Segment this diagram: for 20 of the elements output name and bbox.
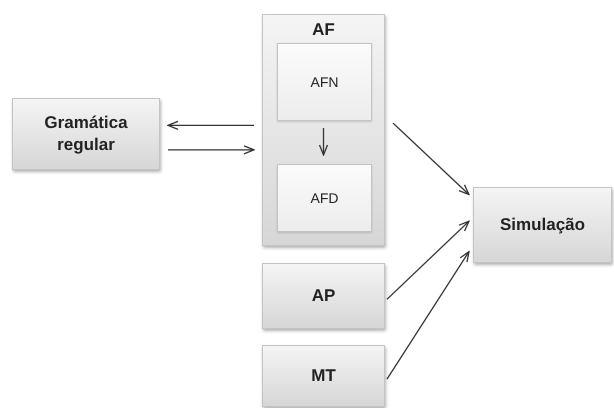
inner-box: [277, 43, 372, 121]
node-label: MT: [310, 364, 337, 387]
arrow: [168, 145, 255, 154]
inner-box: [277, 164, 372, 232]
node-label: AF: [311, 19, 336, 41]
arrow: [386, 250, 470, 380]
process-box: [262, 263, 385, 329]
arrow: [318, 128, 328, 156]
arrow: [167, 120, 254, 130]
process-box: [262, 14, 385, 246]
process-box: [473, 187, 612, 263]
arrow: [392, 122, 470, 196]
process-box: [12, 98, 160, 170]
node-label: Simulação: [498, 214, 586, 236]
arrow: [386, 220, 470, 300]
node-label: Gramática regular: [43, 112, 129, 156]
process-box: [262, 345, 385, 407]
node-label: AP: [310, 284, 336, 307]
node-label: AFD: [310, 188, 340, 208]
node-label: AFN: [310, 72, 340, 92]
